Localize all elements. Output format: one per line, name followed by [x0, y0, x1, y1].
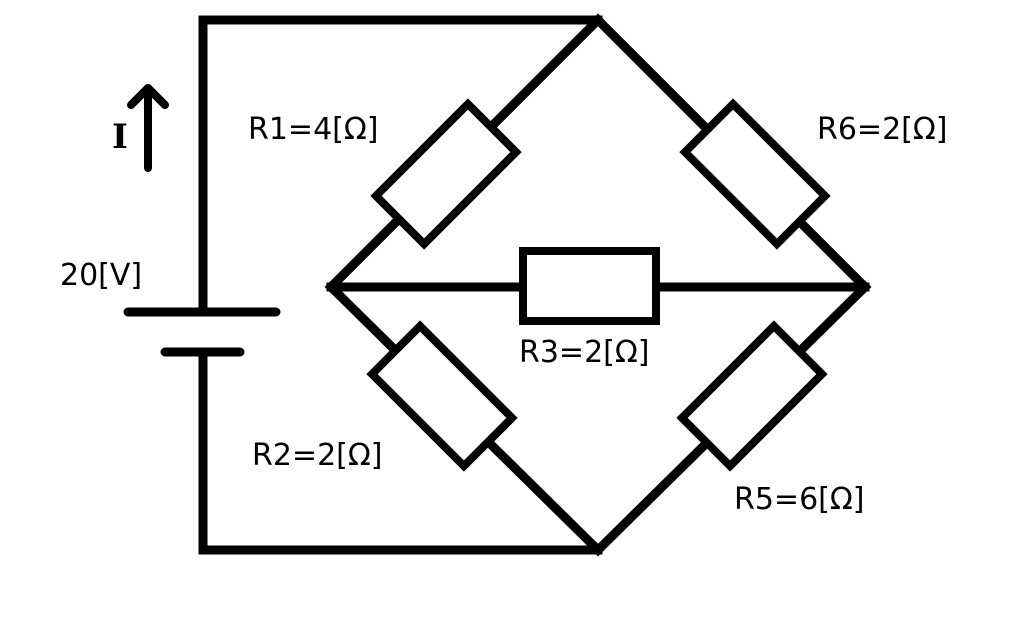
resistor-r5: [676, 320, 828, 472]
battery-voltage-label: 20[V]: [60, 258, 142, 293]
r3-label: R3=2[Ω]: [519, 335, 650, 370]
current-arrow-icon: [127, 84, 169, 172]
r1-label: R1=4[Ω]: [248, 112, 379, 147]
r2-label: R2=2[Ω]: [252, 438, 383, 473]
r6-label: R6=2[Ω]: [817, 112, 948, 147]
current-label: I: [112, 117, 128, 157]
battery-symbol: [123, 307, 281, 357]
resistor-r3: [519, 247, 660, 325]
resistor-r6: [679, 98, 831, 250]
resistor-r2: [366, 320, 518, 472]
r5-label: R5=6[Ω]: [734, 482, 865, 517]
resistor-r1: [370, 98, 522, 250]
